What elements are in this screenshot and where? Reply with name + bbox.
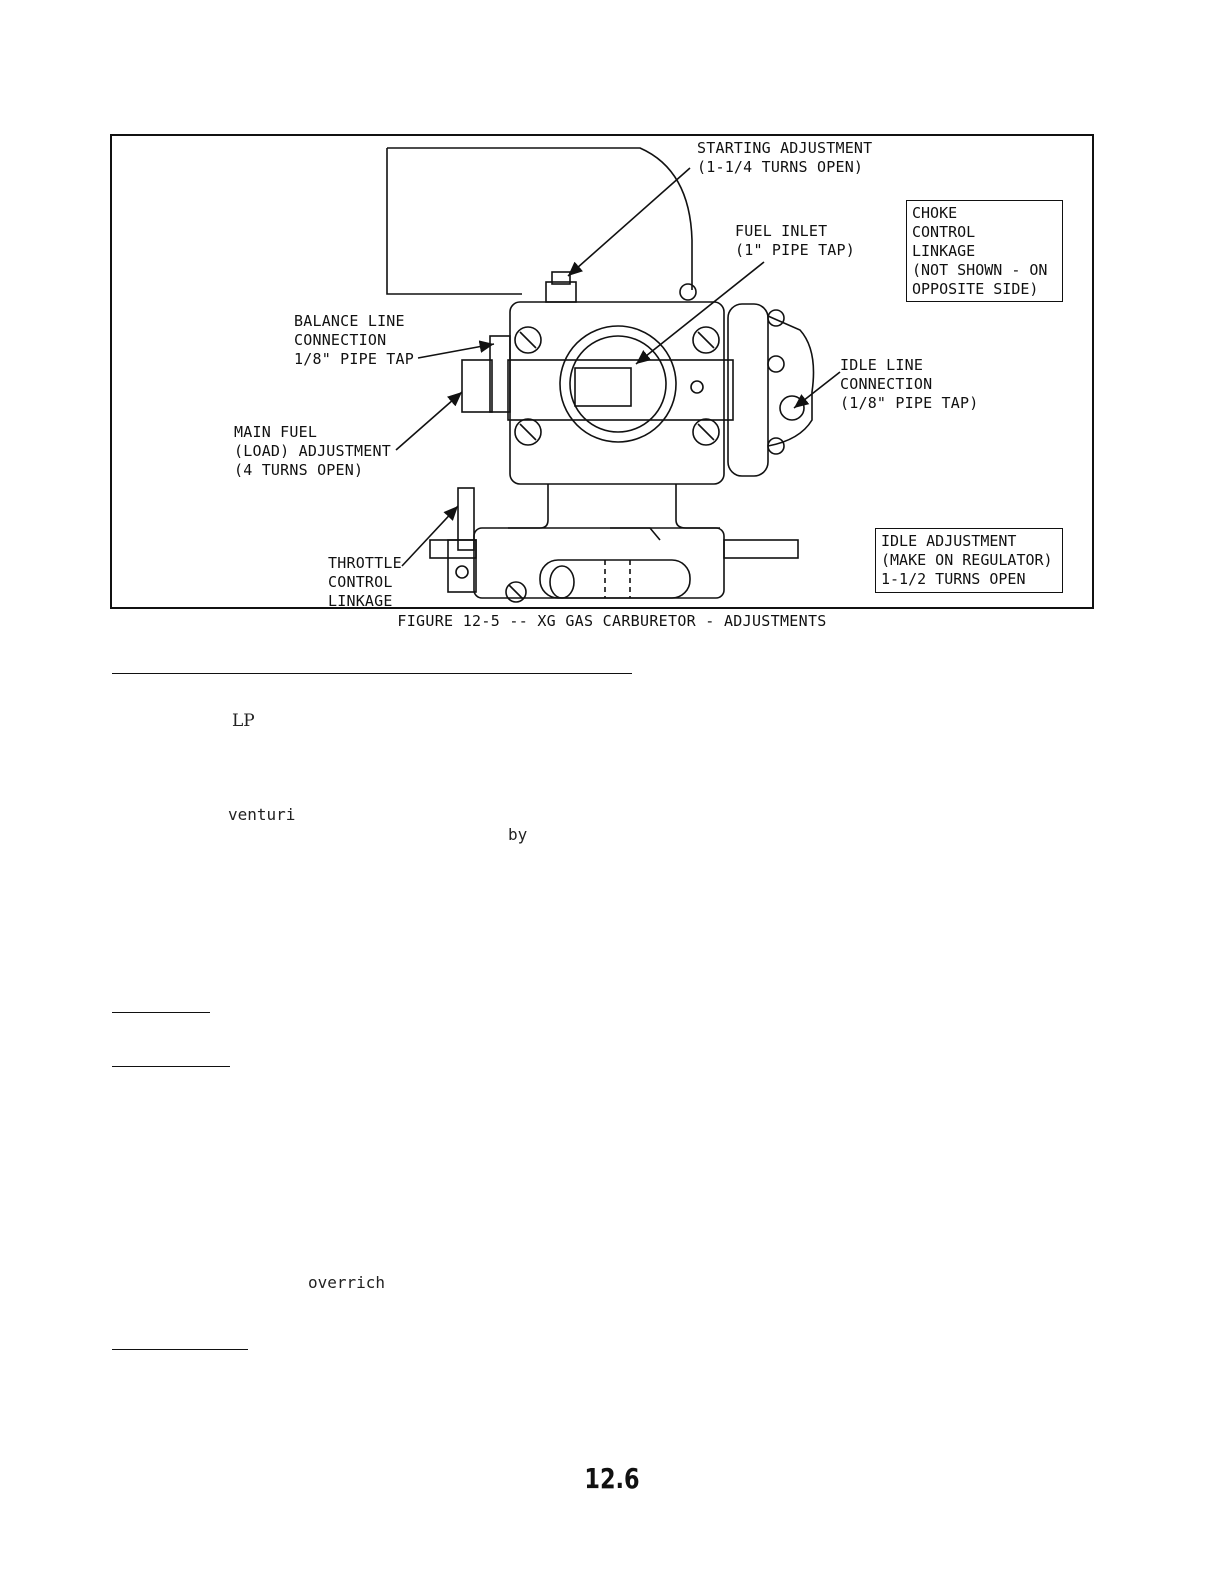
idle-adjustment-line: (MAKE ON REGULATOR) — [881, 551, 1053, 569]
throttle-label: THROTTLE — [328, 554, 402, 572]
choke-note-line: CHOKE — [912, 204, 958, 222]
body-word-overrich: overrich — [308, 1273, 386, 1292]
body-word-venturi: venturi — [228, 805, 296, 824]
body-word-by: by — [508, 825, 528, 844]
heading-rule — [112, 1066, 230, 1067]
main-fuel-label: MAIN FUEL — [234, 423, 318, 441]
figure-caption: FIGURE 12-5 -- XG GAS CARBURETOR - ADJUS… — [397, 612, 827, 630]
heading-rule — [112, 1349, 248, 1350]
idle-line-connection: CONNECTION — [840, 375, 933, 393]
choke-note-box: CHOKE CONTROL LINKAGE (NOT SHOWN - ON OP… — [906, 200, 1063, 302]
throttle-control: CONTROL — [328, 573, 393, 591]
throttle-linkage: LINKAGE — [328, 592, 393, 610]
balance-line-connection: CONNECTION — [294, 331, 387, 349]
idle-adjustment-line: IDLE ADJUSTMENT — [881, 532, 1017, 550]
fuel-inlet-tap: (1" PIPE TAP) — [735, 241, 855, 259]
choke-note-line: OPPOSITE SIDE) — [912, 280, 1039, 298]
idle-adjustment-line: 1-1/2 TURNS OPEN — [881, 570, 1026, 588]
body-word-lp: LP — [232, 711, 255, 731]
choke-note-line: (NOT SHOWN - ON — [912, 261, 1048, 279]
main-fuel-turns: (4 TURNS OPEN) — [234, 461, 364, 479]
choke-note-line: LINKAGE — [912, 242, 976, 260]
balance-line-tap: 1/8" PIPE TAP — [294, 350, 414, 368]
choke-note-line: CONTROL — [912, 223, 976, 241]
idle-line-tap: (1/8" PIPE TAP) — [840, 394, 979, 412]
idle-adjustment-box: IDLE ADJUSTMENT (MAKE ON REGULATOR) 1-1/… — [875, 528, 1063, 593]
balance-line-label: BALANCE LINE — [294, 312, 405, 330]
carburetor-drawing — [386, 147, 841, 603]
idle-line-label: IDLE LINE — [840, 356, 924, 374]
page-number: 12.6 — [584, 1462, 640, 1495]
main-fuel-adjustment: (LOAD) ADJUSTMENT — [234, 442, 391, 460]
starting-adjustment-label: STARTING ADJUSTMENT — [697, 139, 873, 157]
section-rule — [112, 673, 632, 674]
fuel-inlet-label: FUEL INLET — [735, 222, 828, 240]
starting-adjustment-turns: (1-1/4 TURNS OPEN) — [697, 158, 864, 176]
heading-rule — [112, 1012, 210, 1013]
